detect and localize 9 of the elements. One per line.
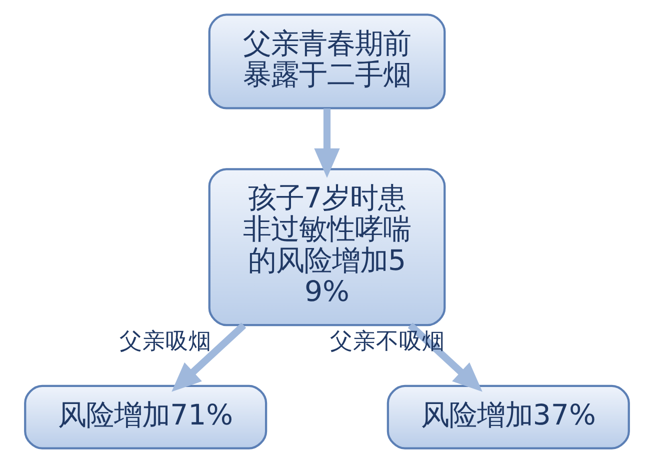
node-box: 风险增加37% (386, 384, 630, 449)
edge-label: 父亲吸烟 (119, 328, 212, 354)
edge-label: 父亲不吸烟 (330, 328, 445, 354)
arrow (408, 322, 482, 392)
node-box: 风险增加71% (24, 384, 268, 449)
arrow (314, 108, 340, 178)
node-box: 父亲青春期前暴露于二手烟 (208, 13, 446, 109)
arrow (172, 322, 246, 392)
node-box: 孩子7岁时患非过敏性哮喘的风险增加59% (208, 168, 446, 326)
